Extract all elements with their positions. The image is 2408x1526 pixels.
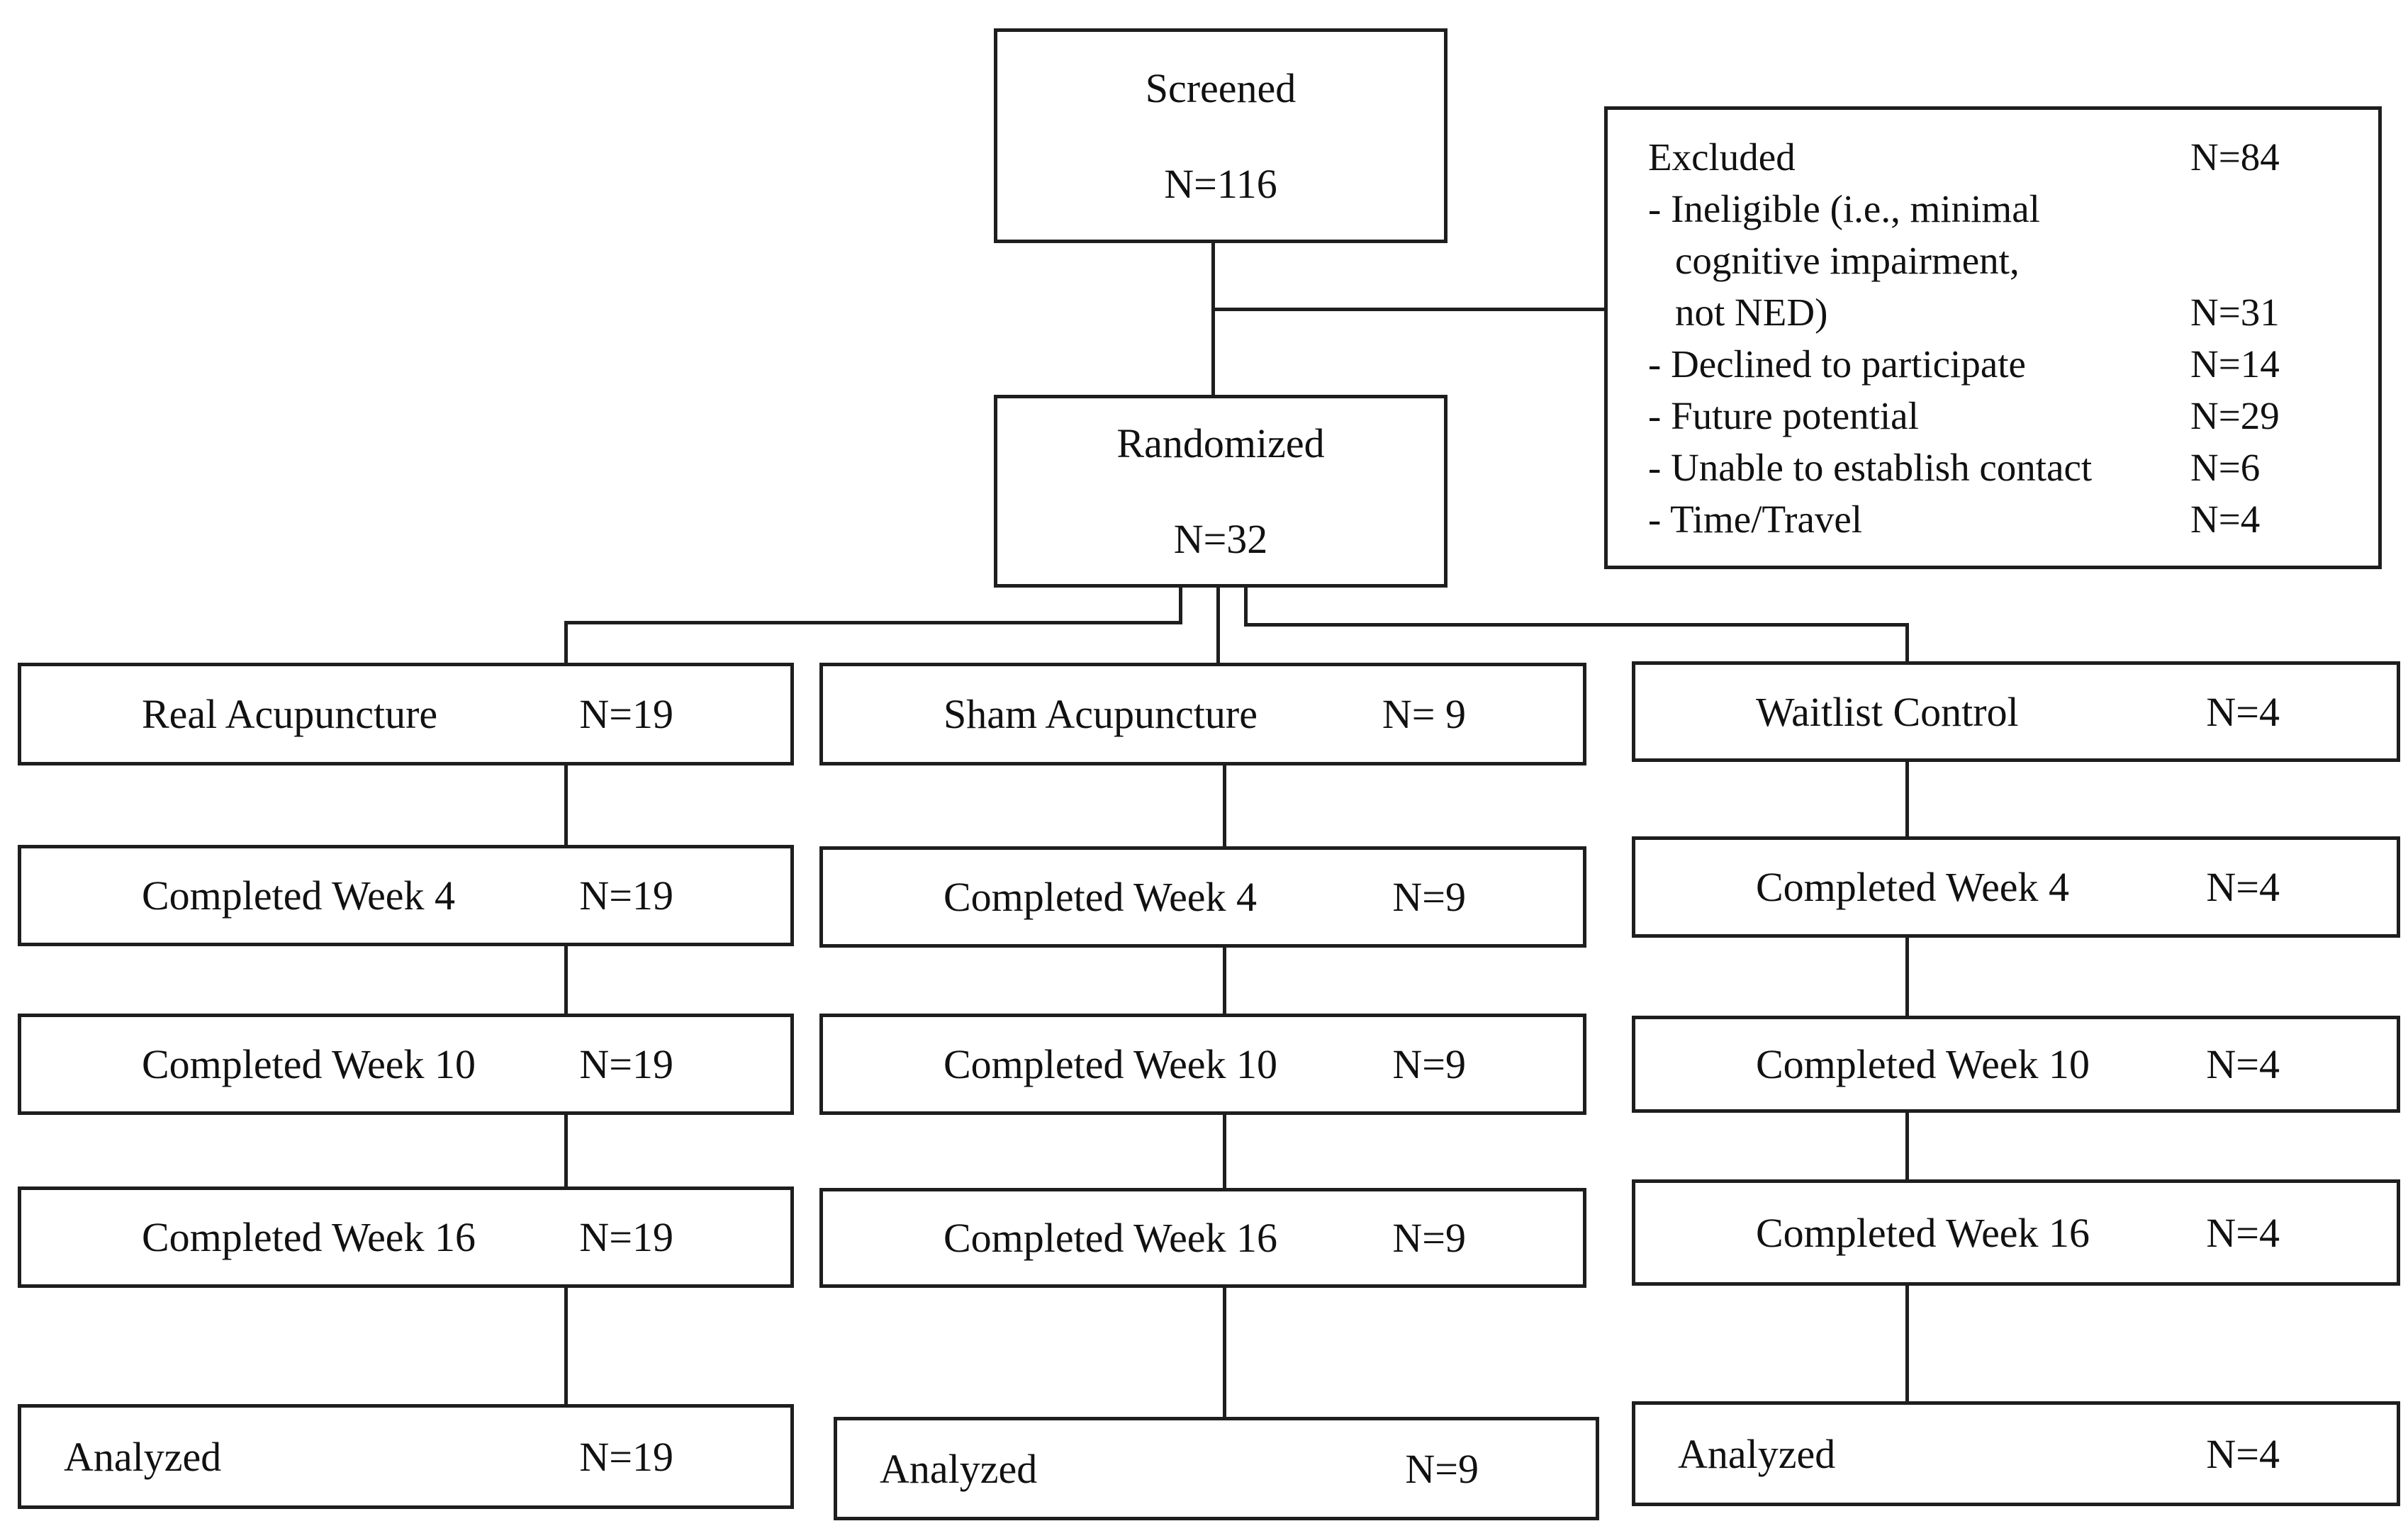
- screened-box: Screened N=116: [994, 28, 1447, 243]
- stage-box-waitlist-analyzed: Analyzed N=4: [1632, 1401, 2400, 1506]
- connector-real-week4-week10: [564, 946, 568, 1015]
- connector-real-week10-week16: [564, 1115, 568, 1188]
- connector-sham-week4-week10: [1223, 948, 1226, 1015]
- excluded-row: not NED) N=31: [1675, 291, 2280, 334]
- connector-to-excluded: [1211, 308, 1608, 311]
- connector-waitlist-arm-week4: [1905, 762, 1909, 838]
- randomized-count: N=32: [1173, 516, 1268, 562]
- randomized-box: Randomized N=32: [994, 395, 1447, 588]
- connector-randomized-right-stub: [1244, 588, 1248, 627]
- stage-box-real-week16: Completed Week 16 N=19: [18, 1186, 794, 1288]
- randomized-label: Randomized: [1116, 420, 1325, 466]
- excluded-row: cognitive impairment,: [1675, 239, 2020, 282]
- excluded-row: - Unable to establish contact N=6: [1648, 446, 2261, 489]
- excluded-row: - Declined to participate N=14: [1648, 342, 2280, 386]
- connector-randomized-left-stub: [1179, 588, 1182, 624]
- screened-count: N=116: [1164, 160, 1277, 207]
- stage-box-sham-week4: Completed Week 4 N=9: [819, 846, 1586, 948]
- arm-box-sham-acupuncture: Sham Acupuncture N= 9: [819, 663, 1586, 765]
- stage-box-waitlist-week16: Completed Week 16 N=4: [1632, 1179, 2400, 1286]
- stage-box-waitlist-week4: Completed Week 4 N=4: [1632, 836, 2400, 938]
- excluded-row: - Future potential N=29: [1648, 394, 2280, 437]
- connector-right-arm-drop: [1905, 623, 1909, 663]
- arm-box-waitlist-control: Waitlist Control N=4: [1632, 661, 2400, 762]
- connector-left-branch: [564, 621, 1182, 624]
- connector-real-week16-analyzed: [564, 1288, 568, 1406]
- connector-real-arm-week4: [564, 765, 568, 846]
- connector-waitlist-week4-week10: [1905, 938, 1909, 1017]
- stage-box-real-week10: Completed Week 10 N=19: [18, 1014, 794, 1115]
- excluded-box: Excluded N=84 - Ineligible (i.e., minima…: [1604, 106, 2382, 569]
- excluded-count: N=84: [2190, 135, 2280, 179]
- connector-left-arm-drop: [564, 621, 568, 665]
- connector-sham-week16-analyzed: [1223, 1288, 1226, 1418]
- connector-waitlist-week10-week16: [1905, 1113, 1909, 1181]
- connector-randomized-mid-stub: [1216, 588, 1220, 665]
- stage-box-sham-analyzed: Analyzed N=9: [834, 1417, 1599, 1520]
- stage-box-waitlist-week10: Completed Week 10 N=4: [1632, 1016, 2400, 1113]
- excluded-row: Excluded N=84: [1648, 131, 2307, 183]
- stage-box-real-week4: Completed Week 4 N=19: [18, 845, 794, 946]
- connector-right-branch: [1244, 623, 1909, 627]
- arm-box-real-acupuncture: Real Acupuncture N=19: [18, 663, 794, 765]
- excluded-label: Excluded: [1648, 135, 1796, 179]
- excluded-row: - Time/Travel N=4: [1648, 498, 2261, 541]
- excluded-row: - Ineligible (i.e., minimal: [1648, 187, 2040, 230]
- connector-waitlist-week16-analyzed: [1905, 1286, 1909, 1403]
- stage-box-sham-week10: Completed Week 10 N=9: [819, 1014, 1586, 1115]
- stage-box-real-analyzed: Analyzed N=19: [18, 1404, 794, 1509]
- connector-sham-week10-week16: [1223, 1115, 1226, 1189]
- connector-screened-randomized: [1211, 243, 1215, 395]
- connector-sham-arm-week4: [1223, 765, 1226, 848]
- screened-label: Screened: [1145, 64, 1297, 111]
- stage-box-sham-week16: Completed Week 16 N=9: [819, 1188, 1586, 1288]
